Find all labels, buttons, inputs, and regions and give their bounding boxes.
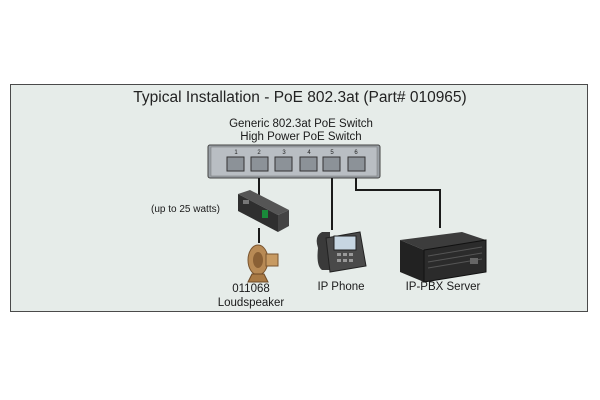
loudspeaker-part-number: 011068 [232,283,270,295]
ip-phone-label: IP Phone [317,281,365,293]
diagram-panel: Typical Installation - PoE 802.3at (Part… [10,84,588,312]
injector-note: (up to 25 watts) [151,204,220,215]
loudspeaker-label: Loudspeaker [217,297,285,309]
switch-label-line2: High Power PoE Switch [240,131,362,143]
diagram-title: Typical Installation - PoE 802.3at (Part… [133,89,467,106]
pbx-server-label: IP-PBX Server [405,281,481,293]
switch-label-line1: Generic 802.3at PoE Switch [229,118,373,130]
